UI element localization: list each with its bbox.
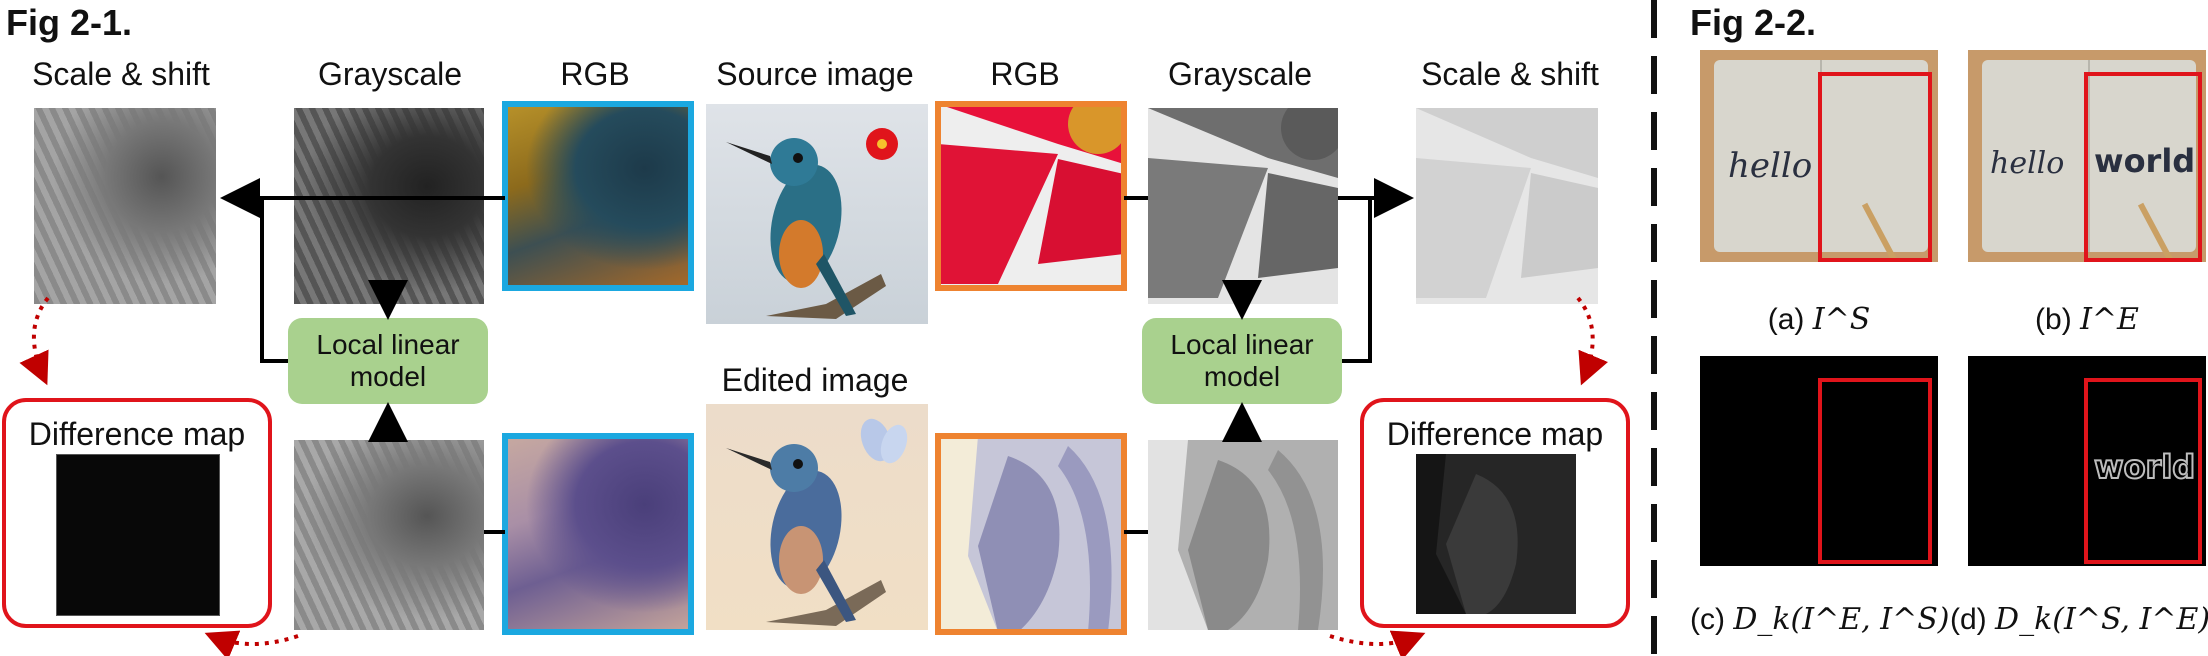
local-linear-model-left-label: Local linear model [316,329,460,392]
diff-text-world-d: world [2093,447,2196,487]
rgb-bottom-right-crop [935,433,1127,635]
notebook-text-hello-b: hello [1990,146,2065,181]
notebook-text-hello-a: hello [1728,146,1813,186]
fig-2-1-title: Fig 2-1. [6,2,133,43]
caption-d-prefix: (d) [1950,603,1987,636]
notebook-text-world-b: world [2094,142,2196,180]
rgb-top-right-crop [935,101,1127,291]
grayscale-bottom-right-image [1148,440,1338,630]
difference-map-right-image [1416,454,1576,614]
edit-region-a [1818,72,1932,262]
difference-map-right-title: Difference map [1386,416,1604,452]
edit-region-b [2084,72,2202,262]
caption-d: (d) D_k(I^S, I^E) [1950,602,2208,637]
caption-c-prefix: (c) [1690,603,1725,636]
difference-map-right: Difference map [1360,398,1630,628]
arrow-model-left-feedback [260,198,288,363]
label-grayscale-right: Grayscale [1167,56,1313,92]
figure-divider [1651,0,1657,656]
caption-c: (c) D_k(I^E, I^S) [1690,602,1950,637]
rgb-bottom-left-crop [502,433,694,635]
label-scale-shift-left: Scale & shift [32,56,210,92]
dotted-arrow-left-bottom [204,630,299,656]
caption-b-prefix: (b) [2035,303,2072,336]
local-linear-model-right: Local linear model [1142,318,1342,404]
label-scale-shift-right: Scale & shift [1421,56,1599,92]
caption-a: (a) I^S [1700,302,1938,337]
caption-a-math: I^S [1812,302,1871,337]
caption-b-math: I^E [2080,302,2139,337]
edited-image [706,404,928,630]
dotted-arrow-left-top [19,296,50,386]
fig-2-2-title: Fig 2-2. [1690,2,1817,43]
scale-shift-top-right-image [1416,108,1598,304]
caption-b: (b) I^E [1968,302,2206,337]
grayscale-top-left-image [294,108,484,304]
source-image [706,104,928,324]
edit-region-c [1818,378,1932,564]
dotted-arrow-right-top [1576,296,1608,386]
caption-c-math: D_k(I^E, I^S) [1733,602,1950,637]
scale-shift-top-left-image [34,108,216,304]
label-source-image: Source image [716,56,914,92]
difference-map-left: Difference map [2,398,272,628]
difference-map-left-title: Difference map [28,416,246,452]
difference-map-left-image [56,454,220,616]
label-rgb-right: RGB [990,56,1060,92]
grayscale-bottom-left-image [294,440,484,630]
label-rgb-left: RGB [560,56,630,92]
edit-region-d [2084,378,2202,564]
local-linear-model-left: Local linear model [288,318,488,404]
fig-2-1-arrows [19,178,1608,656]
caption-d-math: D_k(I^S, I^E) [1995,602,2208,637]
caption-a-prefix: (a) [1767,303,1805,336]
arrow-model-right-feedback [1342,198,1372,363]
rgb-top-left-crop [502,101,694,291]
grayscale-top-right-image [1148,108,1338,304]
local-linear-model-right-label: Local linear model [1170,329,1314,392]
label-grayscale-left: Grayscale [317,56,463,92]
label-edited-image: Edited image [721,362,909,398]
dotted-arrow-right-bottom [1329,630,1426,656]
